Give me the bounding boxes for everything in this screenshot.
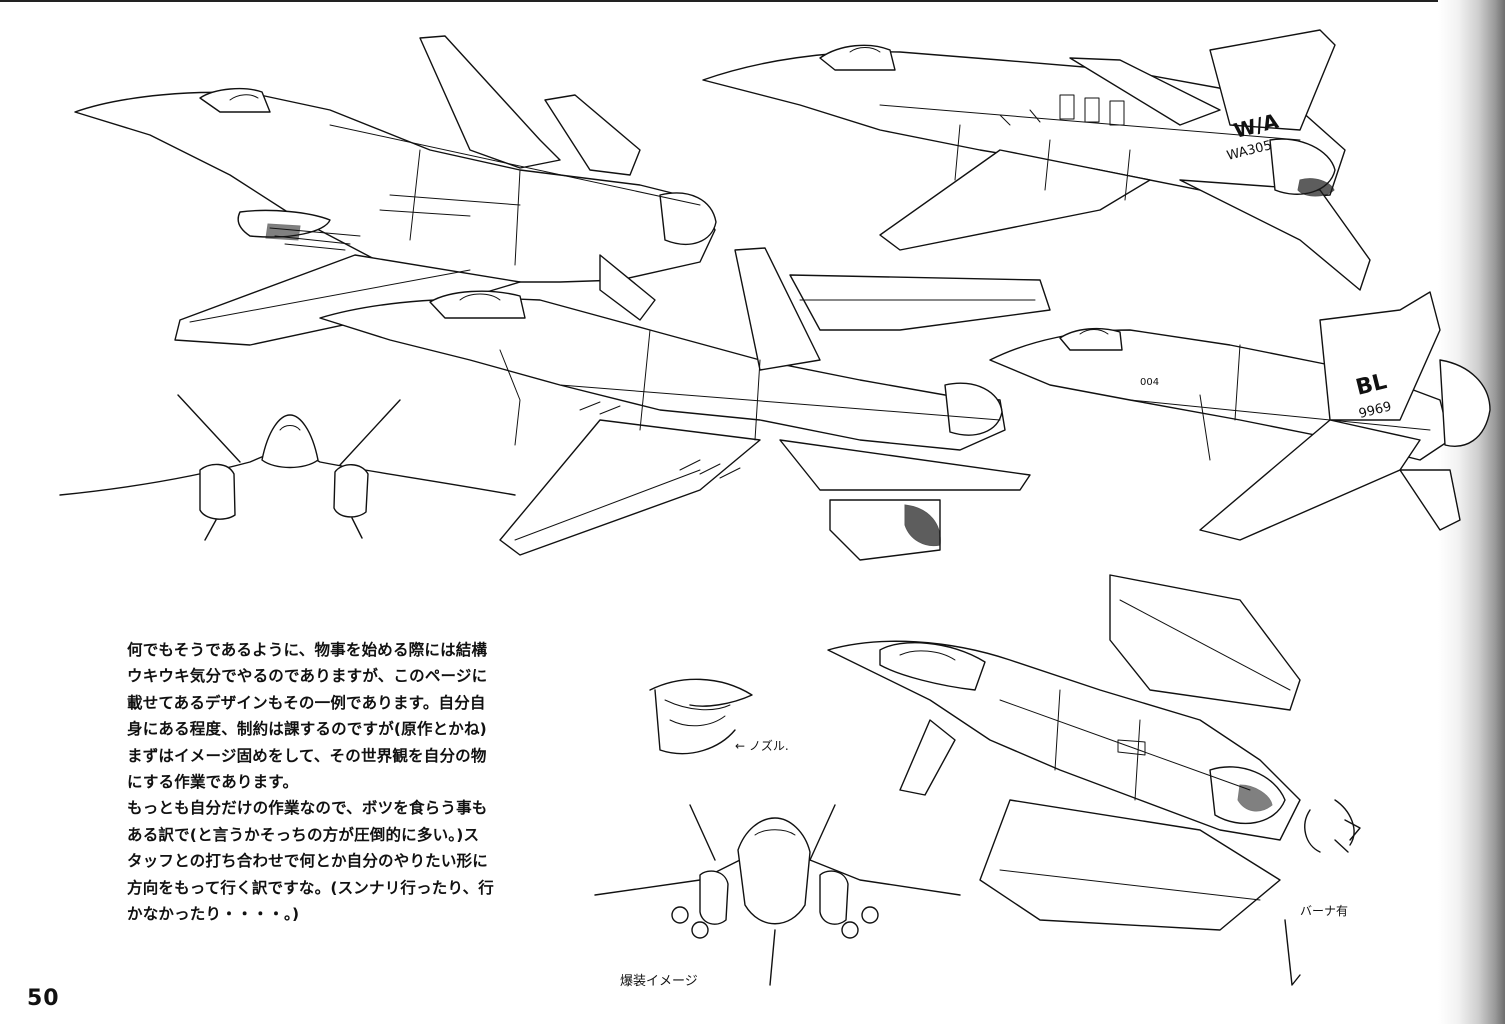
commentary-line: タッフとの打ち合わせで何とか自分のやりたい形に <box>127 852 488 871</box>
fighter-front-view-sketch <box>60 395 515 540</box>
fighter-sketch-lower-right: バーナ有 <box>828 575 1360 985</box>
commentary-line: 方向をもって行く訳ですな。(スンナリ行ったり、行 <box>127 878 494 897</box>
page-number: 50 <box>27 986 60 1011</box>
fuselage-number: 004 <box>1140 377 1159 388</box>
fighter-sketch-upper-left <box>75 36 716 345</box>
fighter-sketch-upper-right: W/A WA305 <box>703 30 1370 290</box>
nozzle-annotation: ← ノズル. <box>735 738 789 753</box>
commentary-line: 何でもそうであるように、物事を始める際には結構 <box>127 641 488 659</box>
commentary-line: 載せてあるデザインもその一例であります。自分自 <box>127 693 486 712</box>
commentary-line: ある訳で(と言うかそっちの方が圧倒的に多い。)ス <box>127 825 480 844</box>
bomb-load-front-sketch: 爆装イメージ <box>595 805 960 989</box>
burner-annotation: バーナ有 <box>1300 904 1348 918</box>
commentary-line: 身にある程度、制約は課するのですが(原作とかね) <box>127 720 487 739</box>
commentary-paragraph: 何でもそうであるように、物事を始める際には結構 ウキウキ気分でやるのでありますが… <box>127 637 557 927</box>
nozzle-detail-sketch: ← ノズル. <box>650 679 789 753</box>
commentary-line: まずはイメージ固めをして、その世界観を自分の物 <box>127 746 487 765</box>
fighter-sketch-center <box>320 248 1050 560</box>
fighter-sketch-right: BL 9969 004 <box>990 292 1490 540</box>
bomb-load-annotation: 爆装イメージ <box>620 974 698 989</box>
commentary-line: にする作業であります。 <box>127 773 299 792</box>
commentary-line: かなかったり・・・・。) <box>127 905 300 924</box>
page-top-border <box>0 0 1505 2</box>
commentary-line: もっとも自分だけの作業なので、ボツを食らう事も <box>127 799 488 818</box>
commentary-line: ウキウキ気分でやるのでありますが、このページに <box>127 667 488 686</box>
